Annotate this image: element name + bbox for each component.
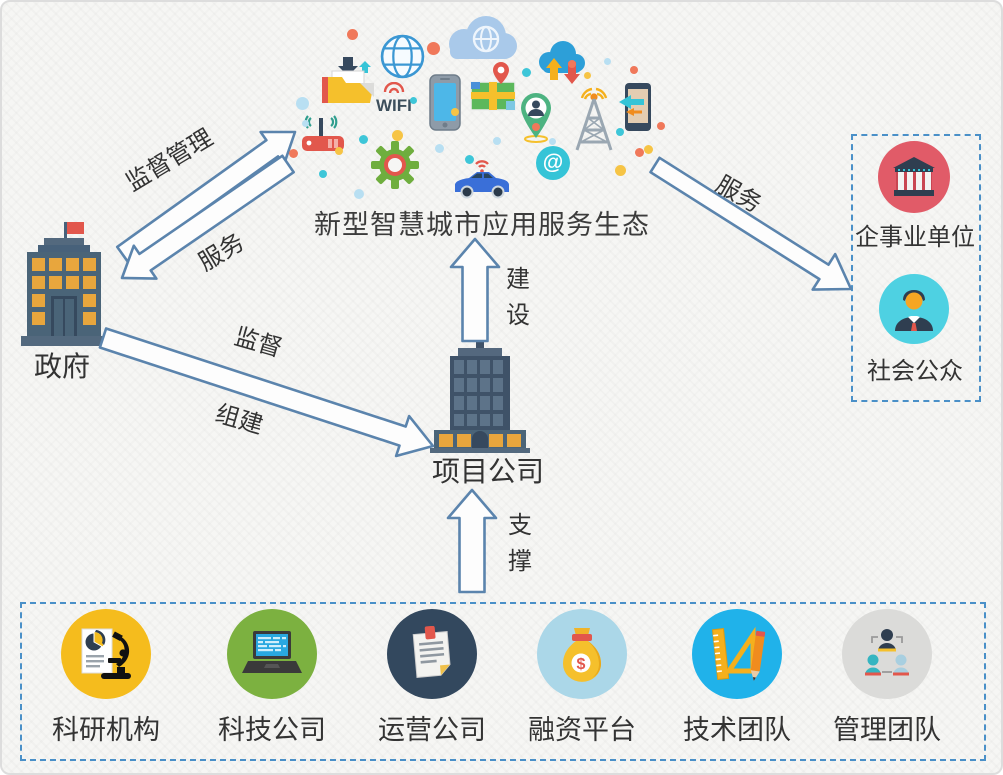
research-institution-label: 科研机构 <box>52 715 160 745</box>
serve-government-arrow-label: 服务 <box>194 229 250 277</box>
decorative-dot <box>493 137 501 145</box>
decorative-dot <box>616 128 624 136</box>
decorative-dot <box>296 97 309 110</box>
at-label: @ <box>542 151 564 174</box>
support-arrow-label: 支撑 <box>508 513 532 575</box>
person-pin-icon <box>518 92 554 144</box>
decorative-dot <box>302 120 309 127</box>
decorative-dot <box>347 29 358 40</box>
drafting-tools-icon <box>692 609 782 699</box>
decorative-dot <box>604 58 611 65</box>
government-label: 政府 <box>33 352 91 383</box>
cloud-transfer-icon <box>535 38 589 84</box>
public-label: 社会公众 <box>867 359 963 385</box>
mobile-sync-icon <box>618 82 652 132</box>
decorative-dot <box>435 144 444 153</box>
decorative-dot <box>359 135 368 144</box>
decorative-dot <box>289 149 298 158</box>
establish-arrow-label: 组建 <box>212 401 266 440</box>
map-pin-icon <box>470 60 518 114</box>
decorative-dot <box>335 147 343 155</box>
tech-company-label: 科技公司 <box>218 715 326 745</box>
management-team-label: 管理团队 <box>833 715 941 745</box>
decorative-dot <box>319 170 327 178</box>
decorative-dot <box>568 60 576 68</box>
connected-car-icon <box>451 154 513 200</box>
folder-download-icon <box>320 57 376 105</box>
government-building-icon <box>18 220 108 348</box>
wifi-label: WIFI <box>376 96 412 115</box>
decorative-dot <box>465 155 474 164</box>
bank-icon <box>878 141 950 213</box>
money-bag-icon: $ <box>537 609 627 699</box>
supervise-manage-arrow-label: 监督管理 <box>121 125 218 197</box>
document-icon <box>387 609 477 699</box>
decorative-dot <box>584 72 591 79</box>
decorative-dot <box>451 108 459 116</box>
decorative-dot <box>410 97 417 104</box>
decorative-dot <box>657 122 665 130</box>
smartphone-icon <box>429 74 461 131</box>
svg-text:$: $ <box>577 656 586 673</box>
wifi-icon: WIFI <box>376 82 412 116</box>
decorative-dot <box>392 130 403 141</box>
decorative-dot <box>630 66 638 74</box>
laptop-icon <box>227 609 317 699</box>
build-arrow <box>449 237 501 343</box>
project-company-label: 项目公司 <box>431 457 545 488</box>
operating-company-label: 运营公司 <box>378 715 486 745</box>
ecosystem-title: 新型智慧城市应用服务生态 <box>314 210 650 240</box>
decorative-dot <box>427 42 440 55</box>
decorative-dot <box>615 165 626 176</box>
build-arrow-label: 建设 <box>506 267 530 329</box>
org-chart-icon <box>842 609 932 699</box>
globe-icon <box>379 33 426 80</box>
at-sign-icon: @ <box>536 146 570 180</box>
radio-tower-icon <box>572 84 616 154</box>
decorative-dot <box>532 123 540 131</box>
decorative-dot <box>354 189 364 199</box>
partners-box <box>20 602 986 761</box>
support-arrow <box>446 488 498 594</box>
decorative-dot <box>522 68 531 77</box>
decorative-dot <box>644 145 653 154</box>
decorative-dot <box>635 148 644 157</box>
decorative-dot <box>549 138 556 145</box>
gear-icon <box>371 141 419 189</box>
cloud-globe-icon <box>442 12 520 62</box>
enterprises-label: 企事业单位 <box>855 225 975 251</box>
financing-platform-label: 融资平台 <box>528 715 636 745</box>
supervise-arrow-label: 监督 <box>231 324 285 363</box>
microscope-report-icon <box>61 609 151 699</box>
businessman-icon <box>879 274 949 344</box>
project-company-building-icon <box>428 340 532 454</box>
technical-team-label: 技术团队 <box>683 715 791 745</box>
serve-public-arrow-label: 服务 <box>710 171 766 219</box>
